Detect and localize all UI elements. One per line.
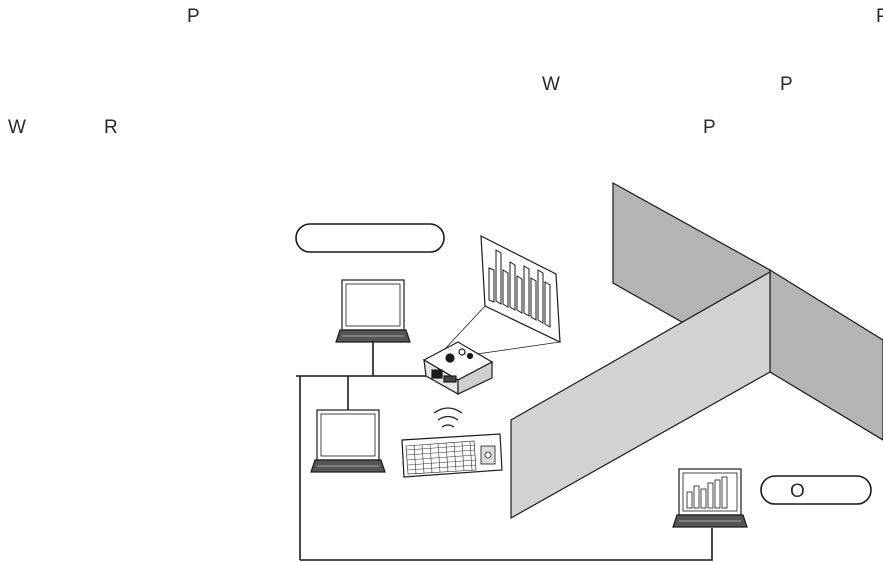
projector bbox=[424, 342, 492, 394]
laptop-left bbox=[311, 410, 385, 472]
projection-screen bbox=[444, 236, 560, 355]
callout-pill-left bbox=[296, 224, 444, 252]
laptop-right bbox=[673, 469, 747, 527]
callout-pill-right-label: O bbox=[790, 481, 805, 502]
wireless-signal-icon bbox=[434, 408, 462, 427]
laptop-top bbox=[336, 280, 410, 342]
wireless-keyboard bbox=[402, 434, 502, 477]
wall-panel-right bbox=[770, 270, 883, 440]
callout-pill-right bbox=[761, 476, 871, 504]
